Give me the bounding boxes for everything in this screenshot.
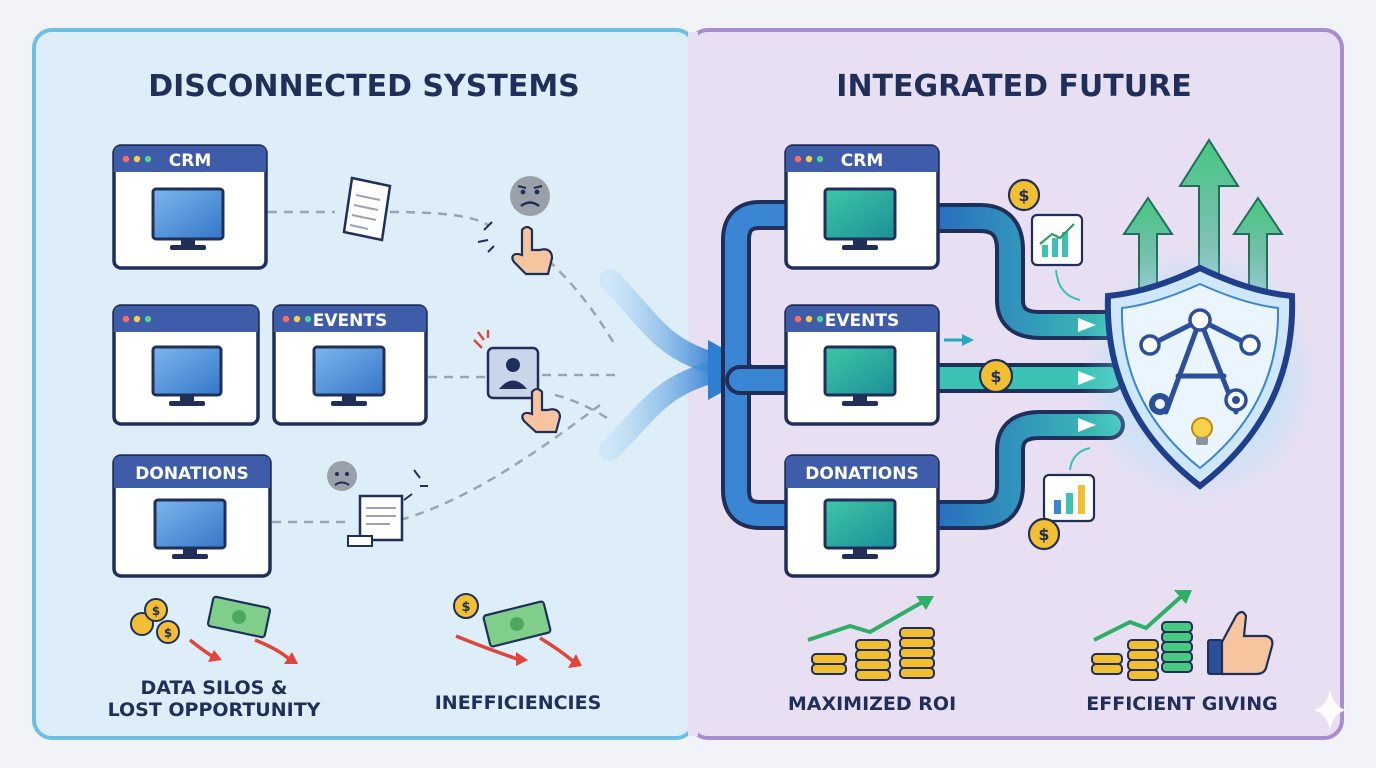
- right-window-crm-label: CRM: [841, 151, 883, 171]
- user-card-icon: [473, 330, 540, 400]
- left-window-donations: DONATIONS: [112, 454, 272, 578]
- left-window-events-label: EVENTS: [313, 311, 387, 331]
- sad-face-icon: [510, 176, 550, 216]
- caption-efficient-giving: EFFICIENT GIVING: [1086, 693, 1277, 715]
- scroll-document-icon: [347, 494, 404, 547]
- coin-stacks-growth-icon: [1091, 590, 1193, 681]
- loss-arrowhead: [284, 652, 298, 664]
- coin-symbol: $: [990, 367, 1001, 386]
- coin-icon: $: [978, 358, 1014, 394]
- sparkle-icon: [1314, 690, 1346, 730]
- right-panel-title: INTEGRATED FUTURE: [836, 69, 1191, 104]
- loose-document-icon: [342, 176, 392, 242]
- loss-arrow-icon: [455, 634, 576, 664]
- left-window-events: EVENTS: [272, 304, 428, 426]
- caption-data-silos-line1: DATA SILOS &: [140, 677, 287, 699]
- loss-arrowhead: [516, 652, 528, 666]
- coin-icon: $: [453, 593, 479, 619]
- cash-bill-icon: [206, 595, 272, 639]
- broken-connections: [268, 210, 617, 524]
- right-window-events: EVENTS: [784, 304, 940, 426]
- thumbs-up-icon: [1207, 610, 1274, 676]
- left-window-crm-label: CRM: [169, 151, 211, 171]
- coin-icon: $: [1007, 178, 1041, 212]
- coin-stacks-growth-icon: [807, 596, 935, 681]
- cash-bill-icon: [482, 600, 552, 648]
- lightbulb-icon: [1191, 417, 1213, 445]
- left-window-crm: CRM: [112, 144, 268, 270]
- right-window-events-label: EVENTS: [825, 311, 899, 331]
- coin-symbol: $: [1018, 186, 1029, 205]
- caption-data-silos-line2: LOST OPPORTUNITY: [108, 699, 321, 721]
- right-window-donations-label: DONATIONS: [805, 464, 918, 484]
- coin-icon: $: [1027, 517, 1061, 551]
- coin-symbol: $: [461, 600, 470, 615]
- left-panel-title: DISCONNECTED SYSTEMS: [148, 69, 580, 104]
- coin-symbol: $: [1038, 525, 1049, 544]
- pointing-hand-icon: [477, 221, 554, 276]
- frustrated-face-icon: [327, 461, 428, 501]
- loss-arrowhead: [208, 650, 222, 662]
- coin-stack-icon: $ $: [130, 598, 180, 644]
- pointing-hand-icon: [521, 387, 562, 434]
- left-window-blank: [112, 304, 260, 426]
- loss-arrowhead: [568, 654, 582, 668]
- caption-maximized-roi: MAXIMIZED ROI: [788, 693, 956, 715]
- right-window-donations: DONATIONS: [784, 454, 940, 578]
- caption-inefficiencies: INEFFICIENCIES: [435, 692, 602, 714]
- left-window-donations-label: DONATIONS: [135, 464, 248, 484]
- right-window-crm: CRM: [784, 144, 940, 270]
- coin-symbol: $: [152, 604, 160, 618]
- coin-symbol: $: [164, 626, 172, 640]
- chart-card-icon: [1042, 447, 1096, 523]
- integration-shield-icon: [1080, 245, 1320, 505]
- chart-card-icon: [1030, 213, 1084, 301]
